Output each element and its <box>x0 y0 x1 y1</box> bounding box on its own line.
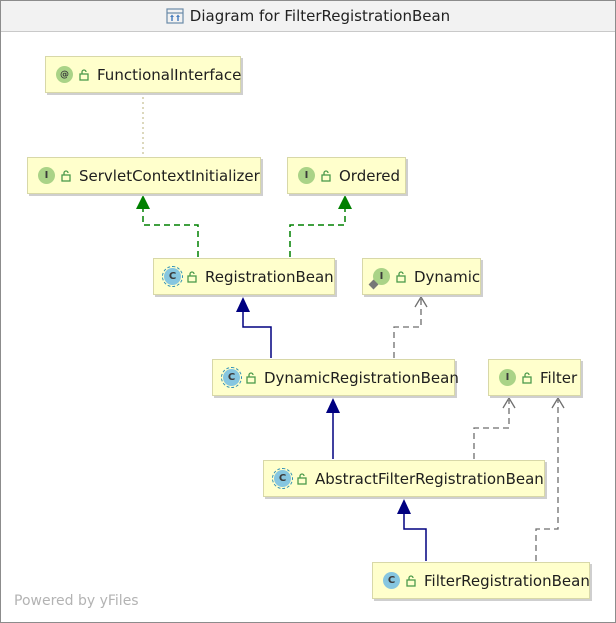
edge-registration-to-ordered <box>289 207 346 257</box>
edge-filterreg-to-abstract <box>403 513 427 561</box>
interface-kind-icon: I <box>368 268 390 290</box>
arrowhead-dynamic <box>414 295 428 308</box>
edge-abstract-to-filter <box>473 400 510 459</box>
public-visibility-icon <box>522 371 532 384</box>
arrowhead-dynamic-registration <box>326 398 340 413</box>
title-bar: Diagram for FilterRegistrationBean <box>1 1 615 32</box>
node-registration-bean[interactable]: C RegistrationBean <box>153 258 335 295</box>
abstract-class-kind-icon: C <box>162 266 183 287</box>
diagram-canvas[interactable]: @ FunctionalInterface I ServletContextIn… <box>1 32 615 622</box>
node-label: AbstractFilterRegistrationBean <box>315 469 544 488</box>
node-dynamic-registration-bean[interactable]: C DynamicRegistrationBean <box>212 359 459 396</box>
public-visibility-icon <box>396 270 406 283</box>
node-filter-registration-bean[interactable]: C FilterRegistrationBean <box>372 562 590 599</box>
node-label: DynamicRegistrationBean <box>264 368 459 387</box>
interface-kind-icon: I <box>38 167 55 184</box>
node-label: Filter <box>540 368 578 387</box>
abstract-class-kind-icon: C <box>221 367 242 388</box>
powered-by-label: Powered by yFiles <box>14 593 139 609</box>
edge-dynamic-to-dynamic-interface <box>393 299 422 358</box>
arrowhead-abstract <box>397 499 411 514</box>
arrowhead-registration <box>236 297 250 312</box>
node-filter[interactable]: I Filter <box>488 359 581 396</box>
public-visibility-icon <box>79 68 89 81</box>
node-label: RegistrationBean <box>205 267 334 286</box>
node-ordered[interactable]: I Ordered <box>287 157 406 194</box>
arrowhead-filter-2 <box>551 396 565 409</box>
node-label: FunctionalInterface <box>97 65 242 84</box>
node-functional-interface[interactable]: @ FunctionalInterface <box>45 56 241 93</box>
arrowhead-filter-1 <box>502 396 516 409</box>
public-visibility-icon <box>246 371 256 384</box>
public-visibility-icon <box>297 472 307 485</box>
nested-pin-icon <box>368 279 379 290</box>
class-kind-icon: C <box>383 572 400 589</box>
public-visibility-icon <box>187 270 197 283</box>
node-label: Dynamic <box>414 267 481 286</box>
interface-kind-icon: I <box>298 167 315 184</box>
edge-filterreg-to-filter <box>535 400 559 561</box>
public-visibility-icon <box>321 169 331 182</box>
node-dynamic[interactable]: I Dynamic <box>362 258 481 295</box>
node-label: FilterRegistrationBean <box>424 571 590 590</box>
node-abstract-filter-registration-bean[interactable]: C AbstractFilterRegistrationBean <box>263 460 545 497</box>
node-servlet-context-initializer[interactable]: I ServletContextInitializer <box>27 157 261 194</box>
arrowhead-initializer <box>136 195 150 209</box>
annotation-kind-icon: @ <box>56 66 73 83</box>
public-visibility-icon <box>406 574 416 587</box>
edge-dynamic-to-registration <box>242 310 272 358</box>
kind-letter: I <box>379 271 384 282</box>
edges-layer <box>136 97 565 561</box>
interface-kind-icon: I <box>499 369 516 386</box>
abstract-class-kind-icon: C <box>272 468 293 489</box>
arrowhead-ordered <box>338 195 352 209</box>
node-label: Ordered <box>339 166 401 185</box>
node-label: ServletContextInitializer <box>79 166 260 185</box>
diagram-icon <box>166 8 184 24</box>
public-visibility-icon <box>61 169 71 182</box>
edge-registration-to-initializer <box>142 207 199 257</box>
window-title: Diagram for FilterRegistrationBean <box>189 7 451 25</box>
